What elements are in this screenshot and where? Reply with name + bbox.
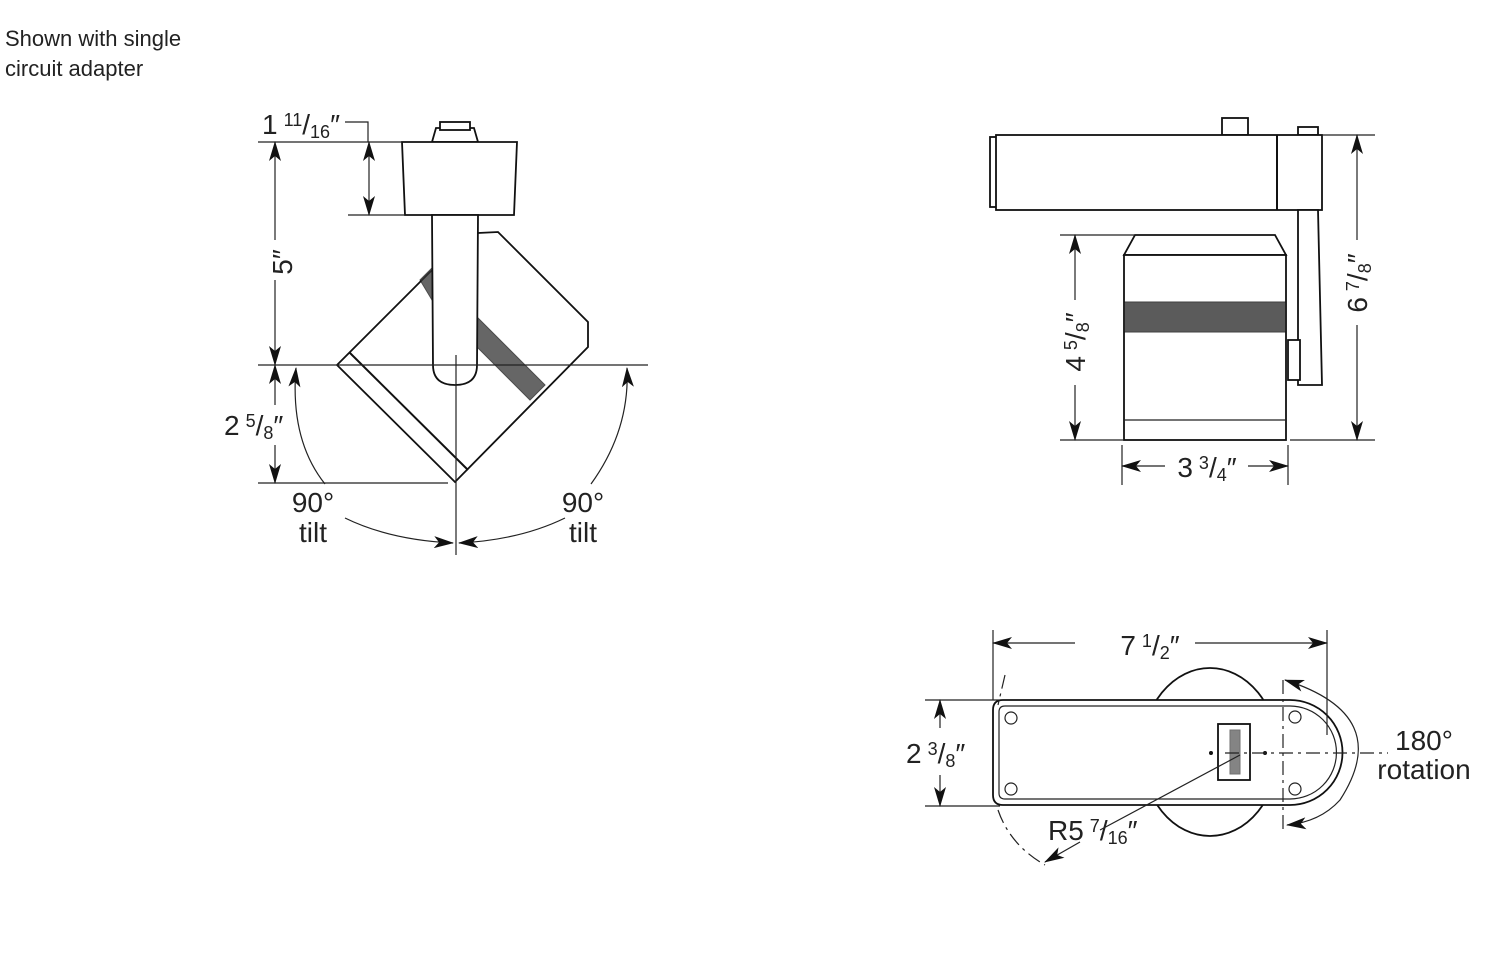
note-line-1: Shown with single <box>5 26 182 51</box>
note-line-2: circuit adapter <box>5 56 144 81</box>
overall-height-label: 5″ <box>267 249 298 275</box>
tilt-right-angle: 90° <box>562 487 604 518</box>
rotation-angle: 180° <box>1395 725 1453 756</box>
overall-height-front-label: 67/8″ <box>1342 253 1375 312</box>
track-body-plan <box>992 699 1344 806</box>
adapter-note: Shown with single circuit adapter <box>5 24 181 84</box>
rotation-label: rotation <box>1377 754 1470 785</box>
tilt-left-angle: 90° <box>292 487 334 518</box>
stem <box>431 214 479 386</box>
lamp-body <box>1122 234 1288 441</box>
tilt-right-label: tilt <box>569 517 597 548</box>
lamp-height-label: 45/8″ <box>1060 312 1093 371</box>
tilt-left-label: tilt <box>299 517 327 548</box>
track-adapter <box>401 121 518 216</box>
arm <box>1287 209 1323 386</box>
track-body <box>989 117 1323 211</box>
